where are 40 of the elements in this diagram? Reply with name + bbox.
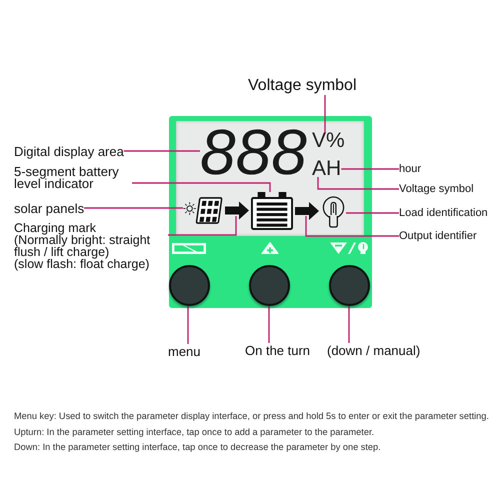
arrow <box>295 202 319 220</box>
leader-line <box>341 168 399 170</box>
callout-label: menu <box>168 344 201 359</box>
callout-label: Digital display area <box>14 144 124 159</box>
leader-line <box>346 212 399 214</box>
callout-label: Voltage symbol <box>399 182 474 196</box>
leader-line <box>132 182 271 192</box>
callout-label: On the turn <box>245 343 310 358</box>
leader-line <box>268 306 270 343</box>
callout-label: Output identifier <box>399 229 477 243</box>
note-text: Menu key: Used to switch the parameter display interface, or press and hold 5s to enter or exit the parameter setting. <box>14 411 489 422</box>
callout-label: solar panels <box>14 201 84 216</box>
callout-label: hour <box>399 162 422 176</box>
arrow <box>225 202 249 220</box>
leader-line <box>168 216 237 236</box>
callout-label: 5-segment battery level indicator <box>14 166 132 189</box>
segment-digits: 888 <box>200 128 307 176</box>
lcd-screen <box>176 121 364 236</box>
leader-line <box>187 306 189 344</box>
callout-label: Load identification <box>399 206 488 220</box>
push-button <box>169 265 210 306</box>
leader-line <box>317 177 399 190</box>
leader-line <box>348 306 350 343</box>
controller-panel <box>169 116 372 308</box>
solar-panel-icon <box>183 196 223 225</box>
light-bulb-icon <box>321 196 346 228</box>
push-button <box>249 265 290 306</box>
leader-line <box>84 207 183 209</box>
unit-symbol: V% <box>312 133 345 149</box>
leader-line <box>124 150 200 152</box>
leader-line <box>305 216 399 237</box>
callout-label: Voltage symbol <box>248 77 357 95</box>
callout-label: Charging mark (Normally bright: straight flush / lift charge) (slow flash: float charge) <box>14 222 168 270</box>
callout-label: (down / manual) <box>327 343 420 358</box>
battery-icon <box>251 192 293 230</box>
note-text: Upturn: In the parameter setting interface, tap once to add a parameter to the parameter. <box>14 426 374 438</box>
push-button <box>329 265 370 306</box>
note-text: Down: In the parameter setting interface, tap once to decrease the parameter by one step. <box>14 442 381 454</box>
unit-symbol: AH <box>312 161 342 177</box>
leader-line <box>324 95 326 133</box>
